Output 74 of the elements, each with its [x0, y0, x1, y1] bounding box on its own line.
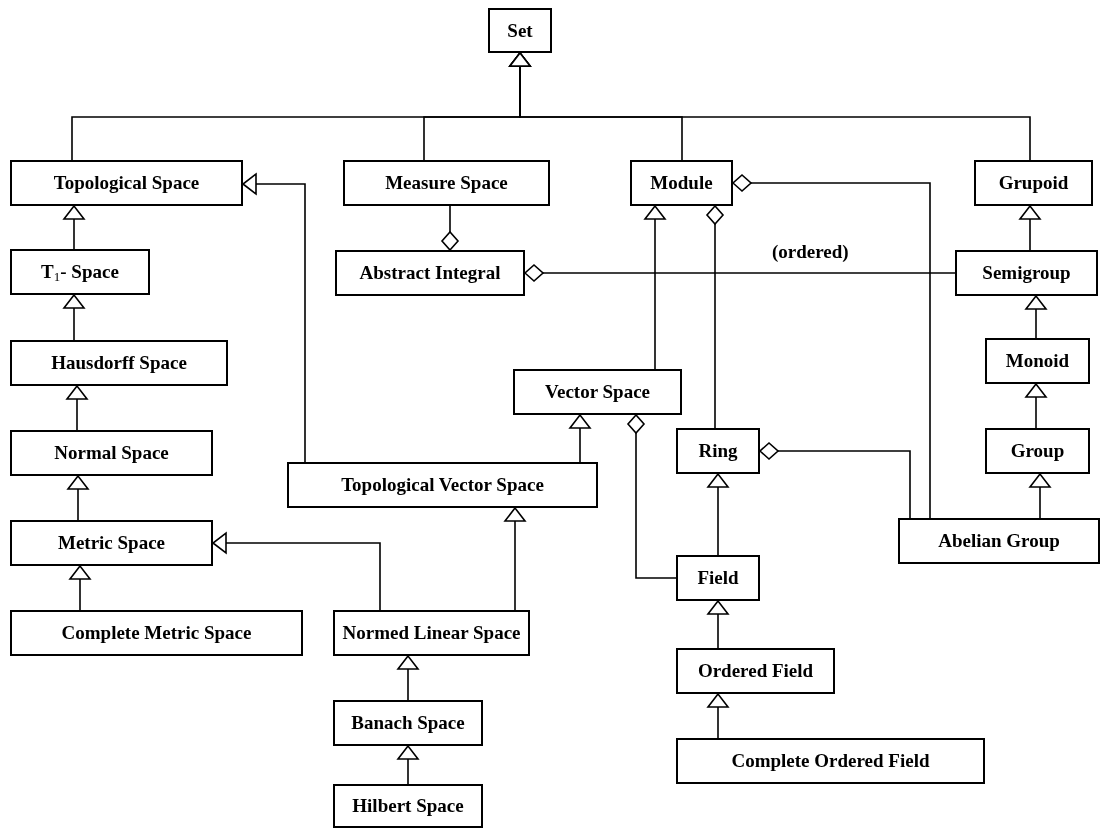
- generalization-arrow: [63, 205, 85, 250]
- generalization-arrow: [1025, 295, 1047, 339]
- generalization-arrow: [1029, 473, 1051, 519]
- generalization-arrow: [397, 655, 419, 701]
- class-name: Module: [650, 171, 713, 195]
- class-box: [10, 340, 228, 386]
- class-name: Hausdorff Space: [51, 351, 187, 375]
- class-name: Abelian Group: [938, 529, 1060, 553]
- class-name: Set: [507, 18, 533, 43]
- class-name: Abstract Integral: [359, 261, 501, 285]
- generalization-arrow: [66, 385, 88, 431]
- class-box: [974, 160, 1093, 206]
- class-box: [985, 338, 1090, 384]
- generalization-arrow: [397, 745, 419, 785]
- class-name: Metric Space: [57, 531, 166, 555]
- generalization-arrow: [242, 173, 306, 463]
- class-box: [10, 610, 303, 656]
- generalization-arrow: [1025, 383, 1047, 429]
- aggregation-line: [759, 442, 911, 519]
- generalization-arrow: [707, 600, 729, 649]
- aggregation-line: [706, 205, 724, 429]
- generalization-arrow: [504, 507, 526, 611]
- class-name: Normed Linear Space: [342, 621, 521, 645]
- class-box: [10, 249, 150, 295]
- class-name: Banach Space: [351, 711, 465, 735]
- class-box: [513, 369, 682, 415]
- class-name: Field: [697, 566, 739, 590]
- generalization-arrow: [63, 294, 85, 341]
- class-name: Ordered Field: [697, 659, 814, 683]
- class-box: [333, 610, 530, 656]
- class-name: Hilbert Space: [352, 794, 464, 818]
- aggregation-line: [441, 205, 459, 251]
- class-name: Monoid: [1005, 349, 1070, 373]
- generalization-arrow: [707, 693, 729, 739]
- class-name: Vector Space: [545, 380, 650, 404]
- class-name: Group: [1010, 439, 1065, 463]
- generalization-arrow: [69, 565, 91, 611]
- class-box: [488, 8, 552, 53]
- class-name: T$_{1}$- Space: [41, 260, 119, 284]
- class-name: Normal Space: [54, 441, 169, 465]
- class-name: Measure Space: [385, 171, 508, 195]
- aggregation-line: [627, 414, 677, 579]
- class-box: [676, 555, 760, 601]
- aggregation-line: [524, 264, 956, 282]
- generalization-arrow: [212, 532, 381, 611]
- class-name: Ring: [698, 439, 738, 463]
- class-box: [630, 160, 733, 206]
- class-box: [287, 462, 598, 508]
- class-name: Complete Ordered Field: [731, 749, 930, 773]
- class-box: [898, 518, 1100, 564]
- generalization-arrow: [1019, 205, 1041, 251]
- class-name: Complete Metric Space: [61, 621, 252, 645]
- class-box: [676, 428, 760, 474]
- class-name: Topological Vector Space: [341, 473, 544, 497]
- generalization-arrow: [644, 205, 666, 370]
- class-box: [10, 520, 213, 566]
- class-box: [955, 250, 1098, 296]
- class-box: [333, 700, 483, 746]
- class-name: Grupoid: [998, 171, 1069, 195]
- class-box: [343, 160, 550, 206]
- class-box: [985, 428, 1090, 474]
- generalization-arrow: [707, 473, 729, 556]
- class-box: [335, 250, 525, 296]
- class-name: Semigroup: [982, 261, 1071, 285]
- class-box: [676, 738, 985, 784]
- class-box: [10, 430, 213, 476]
- class-name: Topological Space: [53, 171, 200, 195]
- class-box: [10, 160, 243, 206]
- class-box: [676, 648, 835, 694]
- generalization-arrow: [67, 475, 89, 521]
- aggregation-line: [732, 174, 931, 519]
- generalization-arrow: [509, 52, 1031, 161]
- generalization-arrow: [569, 414, 591, 463]
- class-box: [333, 784, 483, 828]
